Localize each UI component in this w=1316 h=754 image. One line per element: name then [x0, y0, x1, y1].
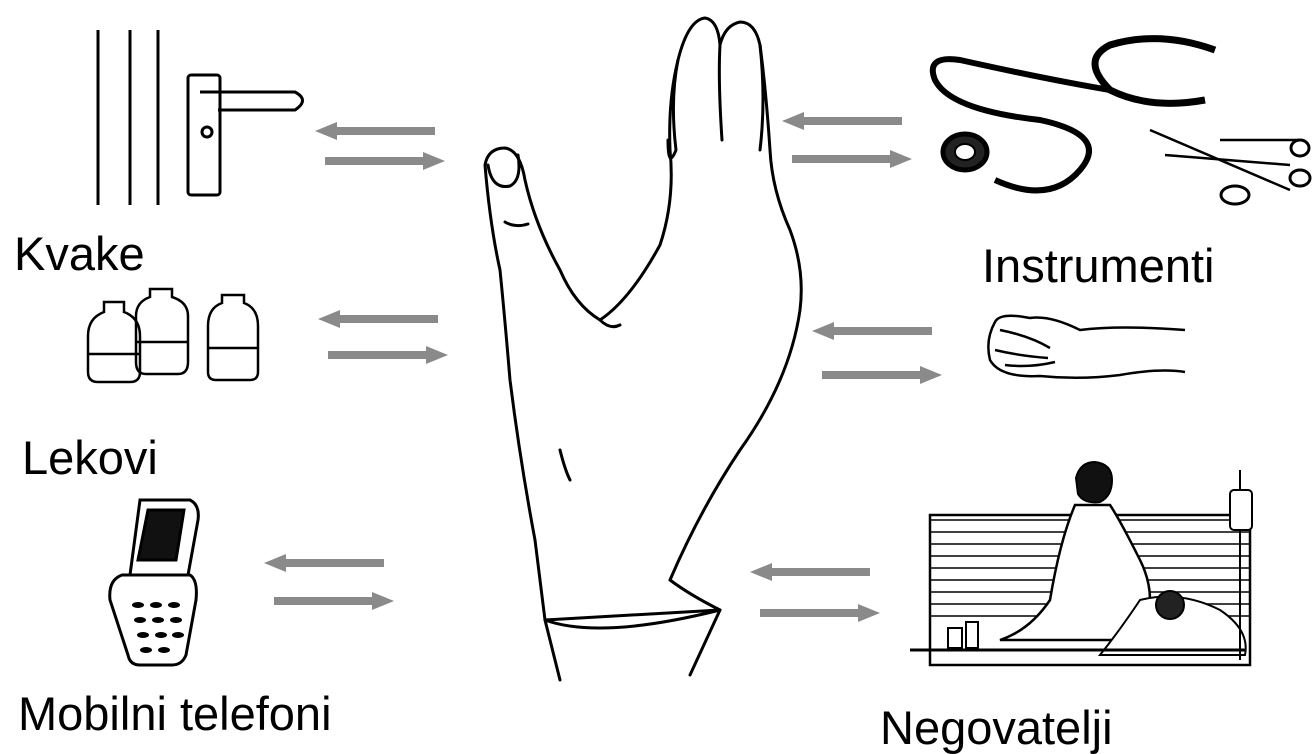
medicine-bottles-icon: [88, 289, 258, 382]
arrows-instruments: [782, 112, 912, 168]
arrow-right-door: [325, 152, 445, 170]
stethoscope-instruments-icon: [933, 39, 1310, 204]
label-medicines: Lekovi: [22, 434, 158, 481]
arrows-door: [315, 122, 445, 170]
central-hand-icon: [485, 18, 801, 680]
label-caregivers: Negovatelji: [880, 704, 1113, 751]
arrow-right-phone: [274, 592, 394, 610]
label-door-handles: Kvake: [14, 230, 145, 277]
arrows-patient: [812, 322, 942, 384]
mobile-phone-icon: [110, 500, 199, 665]
arrow-left-door: [315, 122, 435, 140]
arrow-right-patient: [822, 366, 942, 384]
label-mobile-phones: Mobilni telefoni: [18, 690, 332, 737]
arrow-left-medicines: [318, 310, 438, 328]
nurse-patient-icon: [910, 462, 1252, 665]
arrows-phone: [264, 554, 394, 610]
arrow-right-instruments: [792, 150, 912, 168]
arrows-medicines: [318, 310, 448, 364]
door-handle-icon: [98, 30, 303, 205]
arrow-right-medicines: [328, 346, 448, 364]
arrow-left-phone: [264, 554, 384, 572]
arrows-caregivers: [750, 563, 880, 622]
patient-hand-icon: [988, 316, 1185, 378]
arrow-right-caregivers: [760, 604, 880, 622]
arrow-left-caregivers: [750, 563, 870, 581]
label-instruments: Instrumenti: [982, 242, 1214, 289]
arrow-left-instruments: [782, 112, 902, 130]
arrow-left-patient: [812, 322, 932, 340]
